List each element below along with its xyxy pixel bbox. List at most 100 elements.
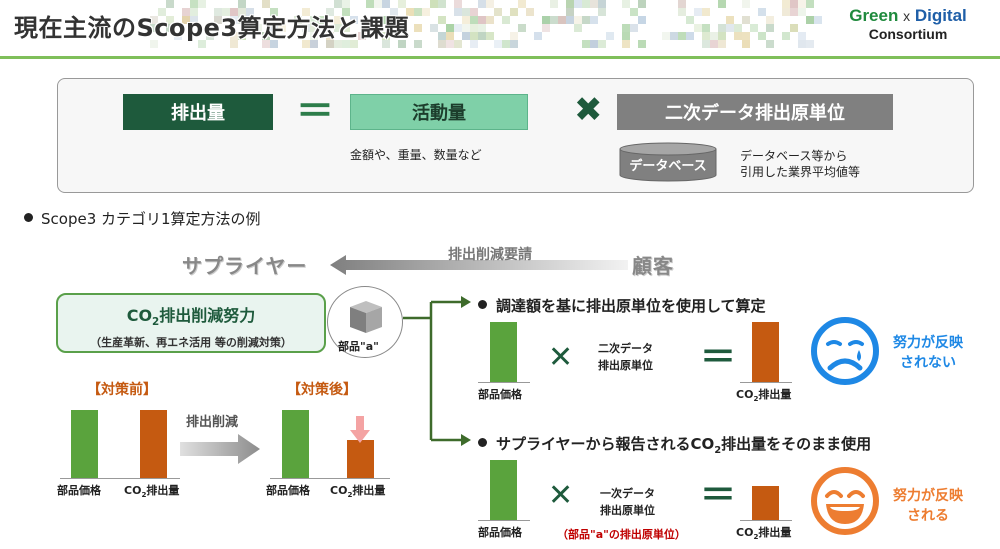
case2-factor-line-2: 排出原単位	[600, 504, 655, 517]
mosaic-tile	[430, 24, 438, 32]
mosaic-tile	[638, 0, 646, 8]
mosaic-tile	[150, 40, 158, 48]
mosaic-tile	[518, 0, 526, 8]
mosaic-tile	[238, 32, 246, 40]
mosaic-tile	[462, 32, 470, 40]
mosaic-tile	[358, 32, 366, 40]
mosaic-tile	[582, 40, 590, 48]
mosaic-tile	[414, 40, 422, 48]
mosaic-tile	[190, 0, 198, 8]
before-part-price-label: 部品価格	[57, 484, 101, 497]
mosaic-tile	[350, 40, 358, 48]
mosaic-tile	[198, 40, 206, 48]
part-a-circle	[327, 286, 403, 358]
formula-emissions: 排出量	[123, 94, 273, 130]
activity-note: 金額や、重量、数量など	[350, 148, 482, 162]
mosaic-tile	[718, 24, 726, 32]
logo-digital-text: Digital	[914, 6, 967, 25]
co2-sub: 2	[141, 490, 147, 500]
case2-factor: 一次データ 排出原単位	[600, 485, 655, 519]
mosaic-tile	[150, 24, 158, 32]
mosaic-tile	[214, 8, 222, 16]
case2-title-sub: 2	[714, 445, 722, 456]
mosaic-tile	[342, 40, 350, 48]
mosaic-tile	[486, 16, 494, 24]
mosaic-tile	[766, 24, 774, 32]
bullet-icon	[24, 213, 33, 222]
mosaic-tile	[806, 16, 814, 24]
mosaic-tile	[702, 32, 710, 40]
mosaic-tile	[542, 16, 550, 24]
cube-icon	[350, 301, 382, 333]
mosaic-tile	[606, 32, 614, 40]
mosaic-tile	[462, 16, 470, 24]
mosaic-tile	[542, 24, 550, 32]
mosaic-tile	[574, 24, 582, 32]
mosaic-tile	[510, 8, 518, 16]
mosaic-tile	[414, 8, 422, 16]
mosaic-tile	[718, 40, 726, 48]
mosaic-tile	[494, 40, 502, 48]
sad-face-icon	[810, 316, 880, 386]
mosaic-tile	[310, 24, 318, 32]
mosaic-tile	[438, 32, 446, 40]
co2-rest: 排出量	[352, 484, 386, 497]
mosaic-tile	[702, 8, 710, 16]
co2-sub: 2	[753, 394, 759, 404]
mosaic-tile	[438, 16, 446, 24]
database-note-line-2: 引用した業界平均値等	[740, 165, 861, 179]
mosaic-tile	[238, 16, 246, 24]
mosaic-tile	[694, 8, 702, 16]
happy-face-icon	[810, 466, 880, 536]
reduction-label: 排出削減	[186, 415, 239, 430]
logo-consortium-text: Consortium	[868, 26, 948, 42]
mosaic-tile	[254, 24, 262, 32]
co2-rest: 排出量	[146, 484, 180, 497]
formula-equals-sign: ＝	[296, 89, 335, 133]
co2-text: CO	[124, 484, 142, 497]
mosaic-tile	[758, 32, 766, 40]
mosaic-tile	[262, 32, 270, 40]
mosaic-tile	[510, 8, 518, 16]
mosaic-tile	[686, 16, 694, 24]
mosaic-tile	[230, 32, 238, 40]
supplier-label: サプライヤー	[182, 254, 308, 278]
logo-x-text: x	[903, 8, 911, 24]
mosaic-tile	[470, 40, 478, 48]
mosaic-tile	[598, 0, 606, 8]
case2-factor-line-1: 一次データ	[600, 487, 655, 500]
mosaic-tile	[382, 0, 390, 8]
mosaic-tile	[310, 40, 318, 48]
co2-rest: 排出量	[758, 388, 792, 401]
mosaic-tile	[382, 32, 390, 40]
mosaic-tile	[678, 0, 686, 8]
mosaic-tile	[454, 40, 462, 48]
mosaic-tile	[454, 0, 462, 8]
mosaic-tile	[718, 0, 726, 8]
mosaic-tile	[494, 8, 502, 16]
mosaic-tile	[590, 0, 598, 8]
header-divider	[0, 56, 1000, 59]
mosaic-tile	[510, 40, 518, 48]
before-co2-bar	[140, 410, 167, 478]
mosaic-tile	[430, 0, 438, 8]
mosaic-tile	[270, 8, 278, 16]
case2-verdict-line-2: される	[907, 508, 949, 524]
mosaic-tile	[158, 8, 166, 16]
mosaic-tile	[638, 16, 646, 24]
mosaic-tile	[598, 8, 606, 16]
co2-text: CO	[736, 388, 754, 401]
mosaic-tile	[478, 0, 486, 8]
case2-axis-left	[478, 520, 530, 521]
mosaic-tile	[230, 40, 238, 48]
customer-label: 顧客	[632, 254, 674, 278]
mosaic-tile	[414, 24, 422, 32]
mosaic-tile	[710, 40, 718, 48]
formula-activity: 活動量	[350, 94, 528, 130]
database-label: データベース	[629, 158, 706, 174]
mosaic-tile	[326, 8, 334, 16]
co2-rest: 排出量	[758, 526, 792, 539]
mosaic-tile	[534, 32, 542, 40]
mosaic-tile	[582, 0, 590, 8]
effort-title-co: CO	[126, 306, 153, 325]
